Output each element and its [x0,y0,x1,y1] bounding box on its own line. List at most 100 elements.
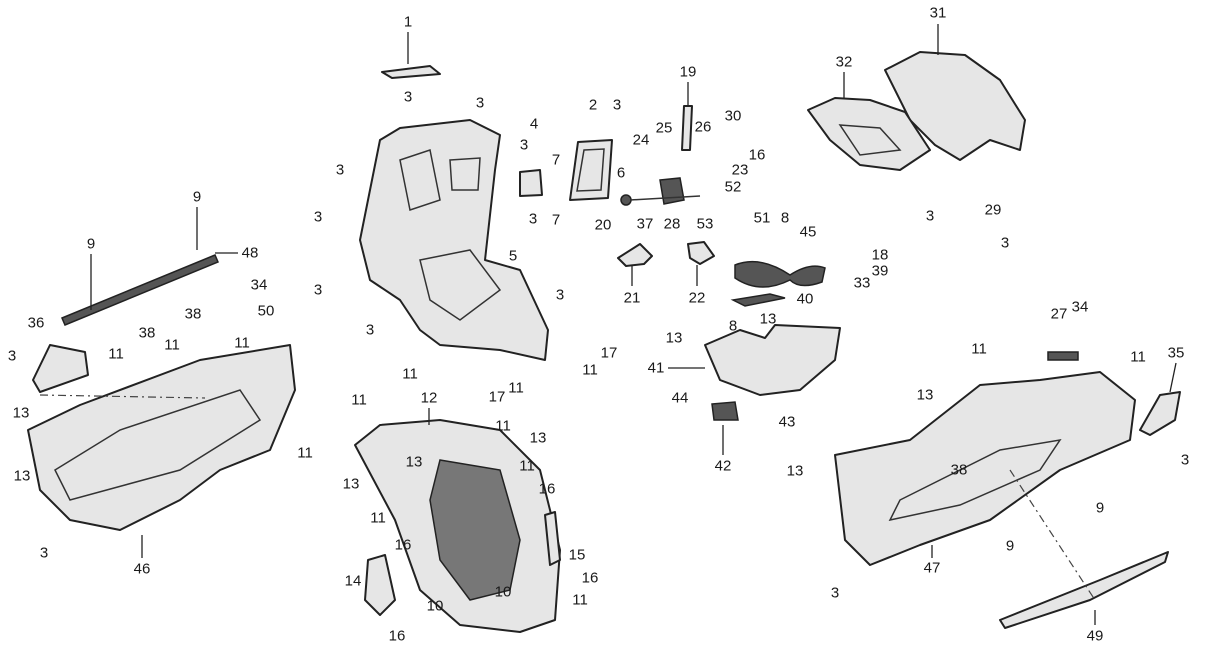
callout-label[interactable]: 7 [551,211,561,229]
callout-label[interactable]: 38 [138,324,156,342]
callout-label[interactable]: 16 [538,480,556,498]
callout-label[interactable]: 3 [1000,234,1010,252]
callout-label[interactable]: 13 [342,475,360,493]
callout-label[interactable]: 17 [600,344,618,362]
callout-label[interactable]: 13 [786,462,804,480]
callout-label[interactable]: 14 [344,572,362,590]
callout-label[interactable]: 17 [488,388,506,406]
callout-label[interactable]: 13 [529,429,547,447]
callout-label[interactable]: 13 [665,329,683,347]
callout-label[interactable]: 3 [830,584,840,602]
callout-label[interactable]: 31 [929,4,947,22]
callout-label[interactable]: 3 [403,88,413,106]
callout-label[interactable]: 20 [594,216,612,234]
callout-label[interactable]: 3 [313,281,323,299]
callout-label[interactable]: 5 [508,247,518,265]
callout-label[interactable]: 50 [257,302,275,320]
callout-label[interactable]: 3 [335,161,345,179]
callout-label[interactable]: 11 [508,379,524,397]
callout-label[interactable]: 15 [568,546,586,564]
callout-label[interactable]: 11 [582,361,598,379]
callout-label[interactable]: 43 [778,413,796,431]
callout-label[interactable]: 8 [780,209,790,227]
callout-label[interactable]: 13 [12,404,30,422]
callout-label[interactable]: 10 [494,583,512,601]
callout-label[interactable]: 30 [724,107,742,125]
callout-label[interactable]: 42 [714,457,732,475]
callout-label[interactable]: 26 [694,118,712,136]
callout-label[interactable]: 3 [475,94,485,112]
callout-label[interactable]: 11 [495,417,511,435]
callout-label[interactable]: 37 [636,215,654,233]
callout-label[interactable]: 32 [835,53,853,71]
callout-label[interactable]: 3 [365,321,375,339]
callout-label[interactable]: 38 [950,461,968,479]
callout-label[interactable]: 3 [555,286,565,304]
callout-label[interactable]: 4 [529,115,539,133]
callout-label[interactable]: 11 [164,336,180,354]
callout-label[interactable]: 39 [871,262,889,280]
callout-label[interactable]: 16 [581,569,599,587]
callout-label[interactable]: 38 [184,305,202,323]
callout-label[interactable]: 3 [1180,451,1190,469]
callout-label[interactable]: 13 [916,386,934,404]
callout-label[interactable]: 13 [405,453,423,471]
callout-label[interactable]: 34 [1071,298,1089,316]
callout-label[interactable]: 7 [551,151,561,169]
callout-label[interactable]: 11 [370,509,386,527]
callout-label[interactable]: 12 [420,389,438,407]
callout-label[interactable]: 51 [753,209,771,227]
callout-label[interactable]: 41 [647,359,665,377]
callout-label[interactable]: 46 [133,560,151,578]
callout-label[interactable]: 33 [853,274,871,292]
callout-label[interactable]: 16 [394,536,412,554]
callout-label[interactable]: 36 [27,314,45,332]
callout-label[interactable]: 11 [1130,348,1146,366]
callout-label[interactable]: 9 [86,235,96,253]
callout-label[interactable]: 3 [519,136,529,154]
callout-label[interactable]: 53 [696,215,714,233]
callout-label[interactable]: 3 [313,208,323,226]
callout-label[interactable]: 9 [1095,499,1105,517]
callout-label[interactable]: 11 [971,340,987,358]
callout-label[interactable]: 10 [426,597,444,615]
callout-label[interactable]: 11 [572,591,588,609]
callout-label[interactable]: 34 [250,276,268,294]
callout-label[interactable]: 3 [7,347,17,365]
callout-label[interactable]: 29 [984,201,1002,219]
callout-label[interactable]: 24 [632,131,650,149]
callout-label[interactable]: 9 [1005,537,1015,555]
callout-label[interactable]: 9 [192,188,202,206]
callout-label[interactable]: 1 [403,13,413,31]
callout-label[interactable]: 21 [623,289,641,307]
callout-label[interactable]: 18 [871,246,889,264]
callout-label[interactable]: 19 [679,63,697,81]
callout-label[interactable]: 2 [588,96,598,114]
callout-label[interactable]: 3 [612,96,622,114]
callout-label[interactable]: 3 [528,210,538,228]
callout-label[interactable]: 11 [402,365,418,383]
callout-label[interactable]: 11 [519,457,535,475]
callout-label[interactable]: 11 [234,334,250,352]
callout-label[interactable]: 16 [748,146,766,164]
callout-label[interactable]: 13 [13,467,31,485]
callout-label[interactable]: 44 [671,389,689,407]
callout-label[interactable]: 45 [799,223,817,241]
callout-label[interactable]: 47 [923,559,941,577]
callout-label[interactable]: 22 [688,289,706,307]
callout-label[interactable]: 52 [724,178,742,196]
callout-label[interactable]: 16 [388,627,406,645]
callout-label[interactable]: 48 [241,244,259,262]
callout-label[interactable]: 49 [1086,627,1104,645]
callout-label[interactable]: 3 [39,544,49,562]
callout-label[interactable]: 8 [728,317,738,335]
callout-label[interactable]: 11 [351,391,367,409]
callout-label[interactable]: 27 [1050,305,1068,323]
callout-label[interactable]: 25 [655,119,673,137]
callout-label[interactable]: 11 [297,444,313,462]
callout-label[interactable]: 28 [663,215,681,233]
callout-label[interactable]: 6 [616,164,626,182]
callout-label[interactable]: 40 [796,290,814,308]
callout-label[interactable]: 13 [759,310,777,328]
callout-label[interactable]: 3 [925,207,935,225]
